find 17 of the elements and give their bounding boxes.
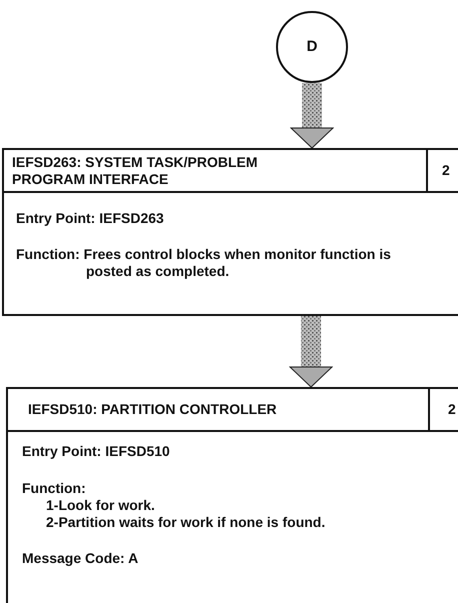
list-item: 2-Partition waits for work if none is found. — [46, 514, 326, 531]
step-number: 2 — [442, 162, 451, 179]
arrow — [290, 83, 334, 148]
entry-point-text: Entry Point: IEFSD263 — [16, 210, 165, 227]
connector-circle — [276, 11, 348, 83]
box-title: IEFSD263: SYSTEM TASK/PROBLEM PROGRAM INTERFACE — [12, 154, 259, 188]
connector-letter: D — [306, 38, 318, 55]
process-box — [2, 148, 458, 316]
function-label: Function: — [22, 480, 87, 497]
box-title: IEFSD510: PARTITION CONTROLLER — [28, 401, 278, 418]
list-item: 1-Look for work. — [46, 497, 156, 514]
message-code-text: Message Code: A — [22, 550, 140, 567]
arrow — [290, 316, 332, 388]
entry-point-text: Entry Point: IEFSD510 — [22, 443, 171, 460]
function-text: Function: Frees control blocks when monitor function is posted as completed. — [16, 246, 392, 280]
process-box — [6, 387, 458, 603]
step-number: 2 — [448, 401, 457, 418]
